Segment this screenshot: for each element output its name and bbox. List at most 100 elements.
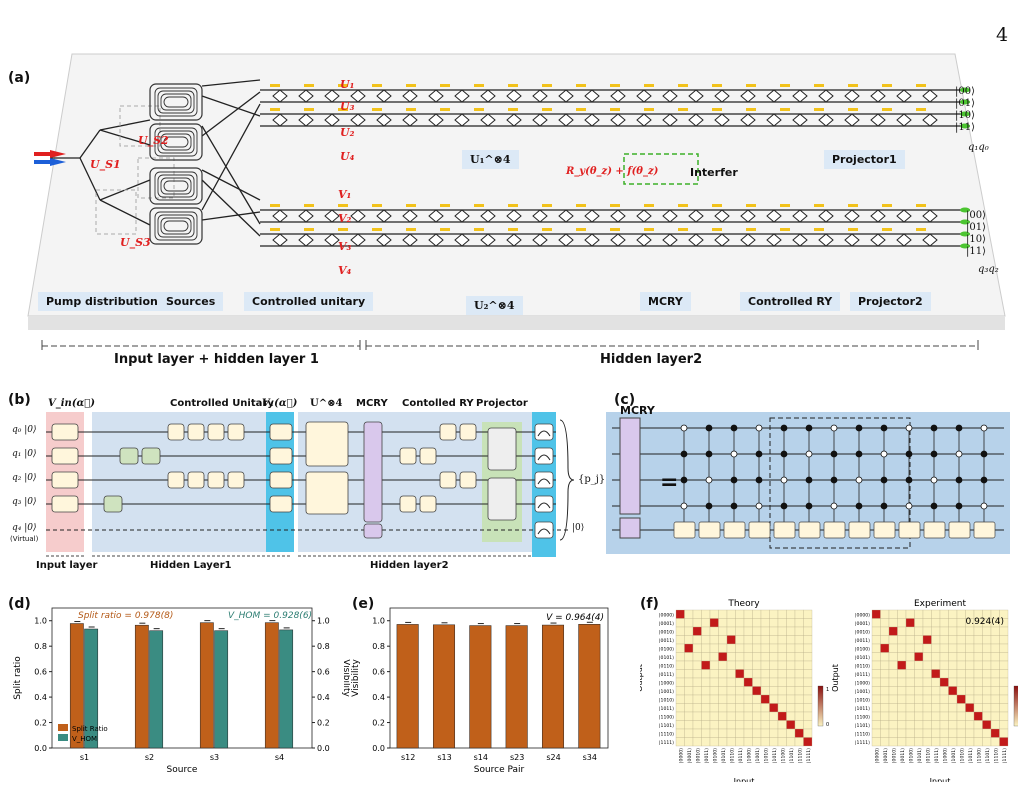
f-cell-1-5-8 xyxy=(940,653,949,662)
f-cell-1-15-5 xyxy=(915,738,924,747)
f-cell-0-0-5 xyxy=(719,610,728,619)
d-legend-label-0: Split Ratio xyxy=(72,725,108,733)
f-cell-0-0-2 xyxy=(693,610,702,619)
f-cell-0-4-0 xyxy=(676,644,685,653)
chart-e-ytick-label-1: 0.2 xyxy=(372,719,385,728)
b-zero-label: |0⟩ xyxy=(572,523,584,533)
f-ylab-1-1: |0001⟩ xyxy=(855,621,870,627)
f-cell-0-6-15 xyxy=(804,661,813,670)
f-cell-1-14-7 xyxy=(932,729,941,738)
f-cell-1-0-1 xyxy=(881,610,890,619)
f-cell-1-1-7 xyxy=(932,619,941,628)
f-cell-0-13-9 xyxy=(753,721,762,730)
f-cell-1-12-3 xyxy=(898,712,907,721)
f-cell-1-4-10 xyxy=(957,644,966,653)
f-cell-0-2-5 xyxy=(719,627,728,636)
f-cell-1-3-11 xyxy=(966,636,975,645)
f-cell-1-8-13 xyxy=(983,678,992,687)
f-cell-1-4-3 xyxy=(898,644,907,653)
f-cell-0-0-8 xyxy=(744,610,753,619)
b-qubit-0: q₀ |0⟩ xyxy=(12,425,37,435)
f-cell-1-6-12 xyxy=(974,661,983,670)
f-cell-0-1-4 xyxy=(710,619,719,628)
f-cell-1-14-14 xyxy=(991,729,1000,738)
f-cell-1-5-13 xyxy=(983,653,992,662)
f-cell-1-4-12 xyxy=(974,644,983,653)
chart-e-bar-5-0 xyxy=(579,624,601,748)
chart-d-ytick-label-1: 0.2 xyxy=(34,719,47,728)
f-cell-1-4-11 xyxy=(966,644,975,653)
qubit-bottom-label: q₃q₂ xyxy=(978,264,999,275)
f-ylab-0-5: |0101⟩ xyxy=(659,655,674,661)
f-cell-1-10-15 xyxy=(1000,695,1009,704)
f-cell-1-3-6 xyxy=(923,636,932,645)
b-virtual-label: (Virtual) xyxy=(10,535,38,543)
f-cell-0-11-11 xyxy=(770,704,779,713)
f-cell-1-7-9 xyxy=(949,670,958,679)
f-cell-1-0-7 xyxy=(932,610,941,619)
f-cell-0-15-7 xyxy=(736,738,745,747)
f-cell-1-14-4 xyxy=(906,729,915,738)
f-cell-0-2-13 xyxy=(787,627,796,636)
f-cell-1-15-15 xyxy=(1000,738,1009,747)
f-cell-0-14-9 xyxy=(753,729,762,738)
f-cell-0-8-7 xyxy=(736,678,745,687)
f-cell-0-14-15 xyxy=(804,729,813,738)
f-cell-1-5-3 xyxy=(898,653,907,662)
f-cell-0-1-10 xyxy=(761,619,770,628)
f-cell-0-14-4 xyxy=(710,729,719,738)
ry-fz-label: R_y(θ_z) + f(θ_z) xyxy=(566,166,658,177)
f-cell-1-8-15 xyxy=(1000,678,1009,687)
f-title-1: Experiment xyxy=(914,599,966,609)
f-cell-1-5-15 xyxy=(1000,653,1009,662)
f-cell-1-6-5 xyxy=(915,661,924,670)
f-cell-0-15-6 xyxy=(727,738,736,747)
f-cell-1-15-0 xyxy=(872,738,881,747)
f-cell-1-0-9 xyxy=(949,610,958,619)
f-cell-0-3-11 xyxy=(770,636,779,645)
f-ylab-1-10: |1010⟩ xyxy=(855,698,870,704)
f-cell-1-6-4 xyxy=(906,661,915,670)
f-cell-1-2-8 xyxy=(940,627,949,636)
f-cell-1-4-6 xyxy=(923,644,932,653)
chart-e-ytick-label-0: 0.0 xyxy=(372,744,385,753)
f-xlab-0-7: |0111⟩ xyxy=(738,748,744,763)
f-cell-1-4-7 xyxy=(932,644,941,653)
f-cell-1-15-4 xyxy=(906,738,915,747)
chart-e-xtick-0: s12 xyxy=(401,753,415,762)
f-cell-1-4-4 xyxy=(906,644,915,653)
f-cell-0-10-6 xyxy=(727,695,736,704)
f-cell-0-3-13 xyxy=(787,636,796,645)
f-xlab-1-3: |0011⟩ xyxy=(900,748,906,763)
chart-f: Theory|0000⟩|0000⟩|0001⟩|0001⟩|0010⟩|001… xyxy=(640,592,1018,782)
f-xlab-0-2: |0010⟩ xyxy=(696,748,702,763)
chart-e-xtick-2: s14 xyxy=(474,753,488,762)
chart-e-ylabel: Visibility xyxy=(351,658,361,696)
us1-label: U_S1 xyxy=(90,158,121,171)
f-cell-1-12-13 xyxy=(983,712,992,721)
f-cell-1-6-6 xyxy=(923,661,932,670)
f-cell-1-9-0 xyxy=(872,687,881,696)
section-controlled-unitary: Controlled unitary xyxy=(244,292,373,311)
f-xlab-0-10: |1010⟩ xyxy=(764,748,770,763)
u-tensor1-box: U₁^⊗4 xyxy=(462,150,519,169)
f-cell-1-14-11 xyxy=(966,729,975,738)
f-cell-1-6-3 xyxy=(898,661,907,670)
f-cell-0-12-6 xyxy=(727,712,736,721)
ket-top-2: |10⟩ xyxy=(955,110,975,121)
f-cb-min-0: 0 xyxy=(826,722,829,728)
f-cell-0-3-8 xyxy=(744,636,753,645)
f-xlab-1-5: |0101⟩ xyxy=(917,748,923,763)
f-cell-0-4-12 xyxy=(778,644,787,653)
chart-d-ytick-label-5: 1.0 xyxy=(34,617,47,626)
f-xlab-0-12: |1100⟩ xyxy=(781,748,787,763)
f-cell-1-15-1 xyxy=(881,738,890,747)
f-cell-1-9-5 xyxy=(915,687,924,696)
f-cell-1-9-3 xyxy=(898,687,907,696)
f-cell-1-7-4 xyxy=(906,670,915,679)
f-cell-1-2-2 xyxy=(889,627,898,636)
f-cell-1-9-6 xyxy=(923,687,932,696)
interfer-label: Interfer xyxy=(690,166,738,179)
f-cell-0-15-2 xyxy=(693,738,702,747)
chart-d-ytick-label-3: 0.6 xyxy=(34,668,47,677)
